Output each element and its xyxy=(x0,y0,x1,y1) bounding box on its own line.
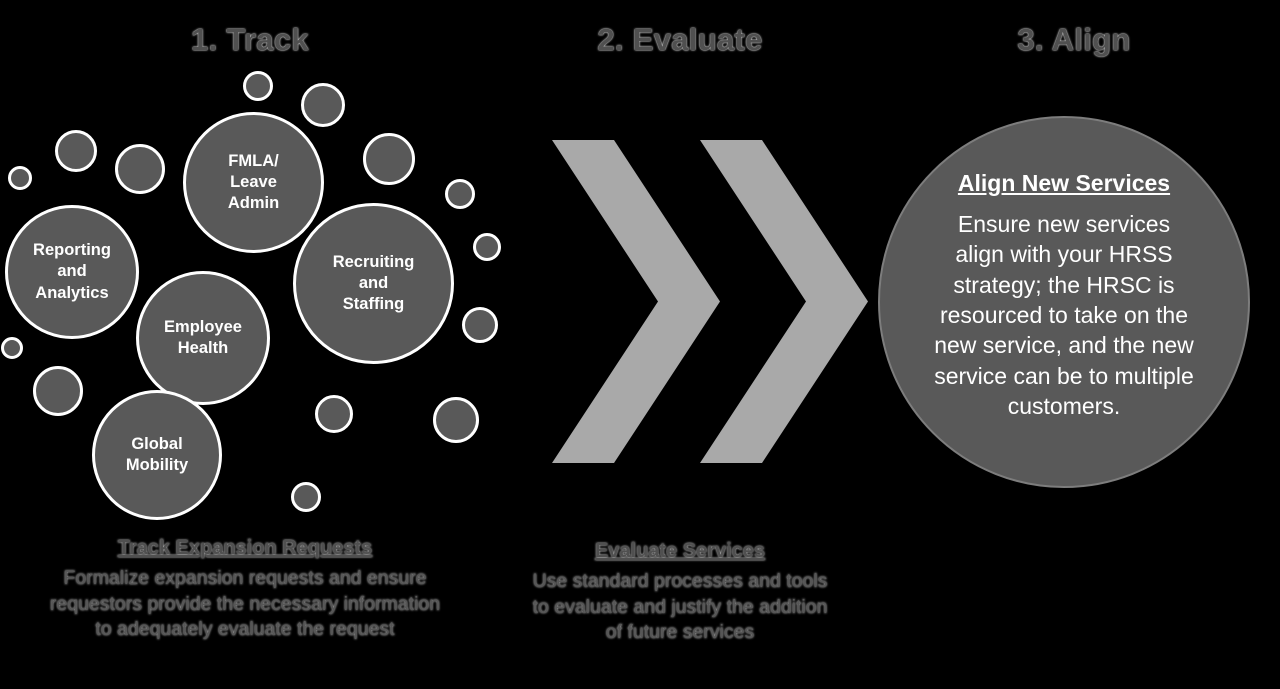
align-circle-title: Align New Services xyxy=(957,170,1171,196)
bubble-reporting-analytics: Reporting and Analytics xyxy=(5,205,139,339)
decorative-bubble xyxy=(33,366,83,416)
bubble-label: Employee Health xyxy=(164,317,242,357)
decorative-bubble xyxy=(115,144,165,194)
bubble-label: Global Mobility xyxy=(125,434,189,474)
bubble-label: Reporting and Analytics xyxy=(33,241,111,302)
decorative-bubble xyxy=(433,397,479,443)
decorative-bubble xyxy=(8,166,32,190)
step-heading-align: 3. Align xyxy=(1017,22,1131,57)
double-chevron-icon xyxy=(552,140,868,463)
evaluate-caption: Evaluate Services Use standard processes… xyxy=(505,540,855,646)
decorative-bubble xyxy=(462,307,498,343)
chevron-right-icon xyxy=(552,140,720,463)
evaluate-caption-title: Evaluate Services xyxy=(594,540,766,562)
decorative-bubble xyxy=(445,179,475,209)
bubble-employee-health: Employee Health xyxy=(136,271,270,405)
track-caption: Track Expansion Requests Formalize expan… xyxy=(0,537,490,643)
step-heading-track: 1. Track xyxy=(191,22,309,57)
align-circle-body: Ensure new services align with your HRSS… xyxy=(934,211,1194,420)
bubble-label: FMLA/ Leave Admin xyxy=(227,151,280,213)
decorative-bubble xyxy=(291,482,321,512)
decorative-bubble xyxy=(55,130,97,172)
evaluate-caption-body: Use standard processes and tools to eval… xyxy=(532,570,828,644)
chevron-right-icon xyxy=(700,140,868,463)
bubble-global-mobility: Global Mobility xyxy=(92,390,222,520)
decorative-bubble xyxy=(301,83,345,127)
step-heading-evaluate: 2. Evaluate xyxy=(597,22,763,57)
track-caption-title: Track Expansion Requests xyxy=(117,537,373,559)
bubble-fmla-leave-admin: FMLA/ Leave Admin xyxy=(183,112,324,253)
decorative-bubble xyxy=(315,395,353,433)
decorative-bubble xyxy=(1,337,23,359)
decorative-bubble xyxy=(363,133,415,185)
bubble-label: Recruiting and Staffing xyxy=(332,252,415,314)
align-circle: Align New Services Ensure new services a… xyxy=(878,116,1250,488)
decorative-bubble xyxy=(243,71,273,101)
decorative-bubble xyxy=(473,233,501,261)
bubble-recruiting-staffing: Recruiting and Staffing xyxy=(293,203,454,364)
track-caption-body: Formalize expansion requests and ensure … xyxy=(49,567,441,641)
